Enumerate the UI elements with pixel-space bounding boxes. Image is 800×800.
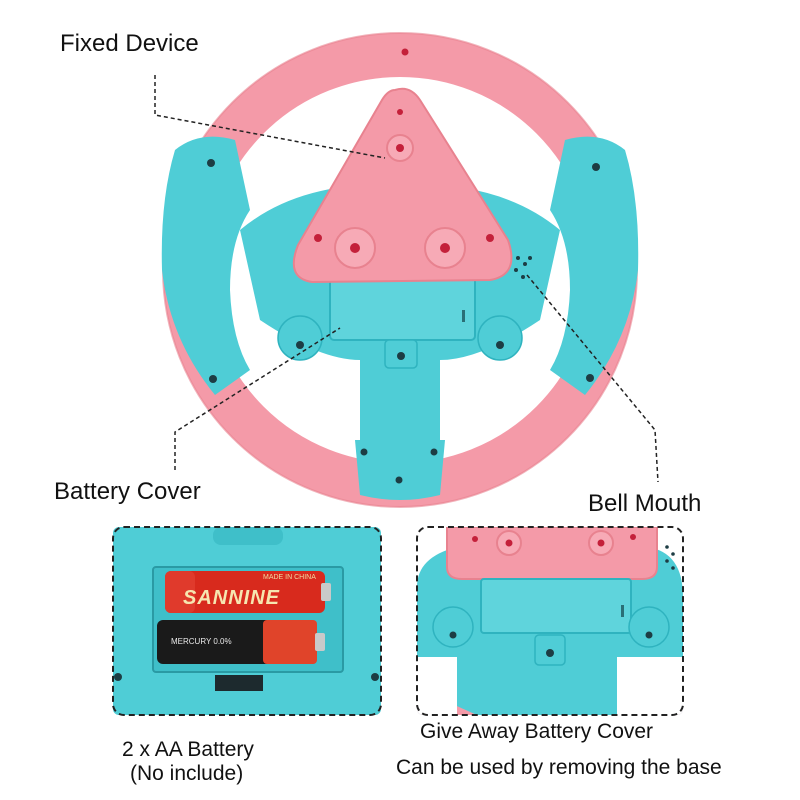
- battery-panel-frame: [112, 526, 382, 716]
- left-grip: [161, 136, 250, 395]
- fixed-device-panel: [292, 87, 513, 284]
- steering-wheel-illustration: [154, 32, 659, 508]
- fixed-device-label: Fixed Device: [60, 30, 199, 57]
- battery-cover-label: Battery Cover: [54, 478, 201, 505]
- bell-mouth-label: Bell Mouth: [588, 490, 702, 517]
- battery-mercury-text: MERCURY 0.0%: [171, 637, 232, 646]
- cover-panel-frame: [416, 526, 684, 716]
- battery-made-in-text: MADE IN CHINA: [263, 574, 316, 581]
- battery-compartment-photo: SANNINE MADE IN CHINA MERCURY 0.0%: [113, 527, 381, 715]
- battery-cover-leader: [174, 327, 341, 470]
- cover-caption-line2: Can be used by removing the base: [396, 756, 722, 779]
- cover-caption-line1: Give Away Battery Cover: [420, 720, 654, 743]
- battery-caption-line2: (No include): [130, 762, 244, 785]
- battery-brand-text: SANNINE: [183, 587, 281, 609]
- bottom-grip: [355, 440, 445, 500]
- battery-cover-closeup-photo: [417, 527, 683, 715]
- battery-top: [165, 571, 325, 613]
- battery-caption-line1: 2 x AA Battery: [122, 738, 254, 761]
